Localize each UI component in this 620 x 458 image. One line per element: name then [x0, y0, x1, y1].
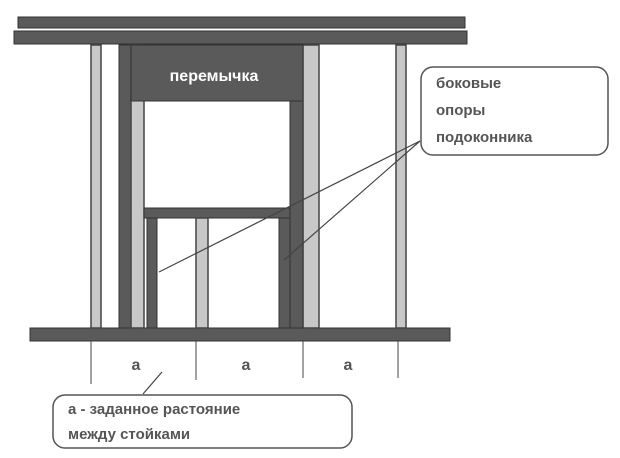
dimension-ticks	[90, 341, 399, 384]
stud-middle	[195, 217, 209, 329]
spacing-label-3: а	[344, 357, 353, 374]
king-stud-right	[302, 44, 320, 329]
callout-supports-line2: опоры	[436, 102, 485, 119]
sill-support-right	[278, 217, 291, 329]
bottom-plate	[29, 327, 451, 342]
callout-supports-line3: подоконника	[436, 129, 533, 146]
header-lintel	[130, 44, 304, 102]
legend-line1: а - заданное растояние	[68, 401, 240, 418]
window-sill	[143, 207, 291, 219]
stud-left	[90, 44, 102, 329]
sill-support-left	[146, 217, 158, 329]
jack-stud-right	[289, 99, 304, 329]
callout-supports-line1: боковые	[436, 75, 501, 92]
callout-leader-lines	[158, 140, 421, 273]
legend-line2: между стойками	[68, 426, 190, 443]
spacing-label-2: а	[242, 357, 251, 374]
callout-supports-box	[420, 66, 609, 156]
top-plate	[13, 16, 468, 45]
spacing-label-1: а	[132, 357, 141, 374]
legend-box	[52, 394, 353, 449]
king-stud-left	[118, 44, 132, 329]
legend-leader-line	[142, 371, 163, 395]
header-label: перемычка	[170, 68, 259, 85]
stud-right	[395, 44, 407, 329]
